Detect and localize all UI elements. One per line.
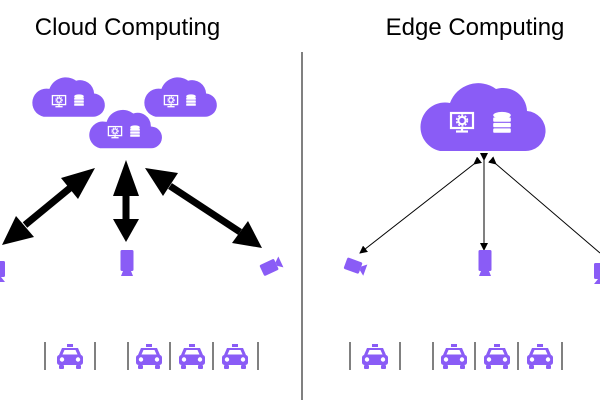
car-row-left: [44, 342, 259, 370]
cloud-icon: [420, 83, 546, 152]
camera-icon: [478, 250, 492, 276]
camera-icon: [594, 263, 600, 284]
camera-icon: [0, 261, 5, 282]
camera-icon: [259, 256, 284, 277]
cloud-cluster: [32, 77, 217, 151]
taxi-car-icon: [484, 344, 510, 369]
camera-icon: [120, 250, 134, 276]
cloud-arrow-center: [113, 160, 139, 242]
cloud-icon: [144, 77, 217, 117]
taxi-car-icon: [136, 344, 162, 369]
edge-arrow-left: [359, 156, 482, 254]
cloud-icon: [32, 77, 105, 117]
cloud-computing-title: Cloud Computing: [34, 14, 221, 41]
taxi-car-icon: [179, 344, 205, 369]
cloud-arrow-right: [145, 168, 262, 248]
car-row-right: [349, 342, 563, 370]
cloud-arrow-left: [2, 168, 95, 245]
camera-icon: [343, 257, 368, 276]
taxi-car-icon: [441, 344, 467, 369]
taxi-car-icon: [527, 344, 553, 369]
taxi-car-icon: [362, 344, 388, 369]
taxi-car-icon: [222, 344, 248, 369]
taxi-car-icon: [57, 344, 83, 369]
edge-arrow-right: [488, 156, 600, 254]
edge-computing-title: Edge Computing: [385, 14, 565, 41]
